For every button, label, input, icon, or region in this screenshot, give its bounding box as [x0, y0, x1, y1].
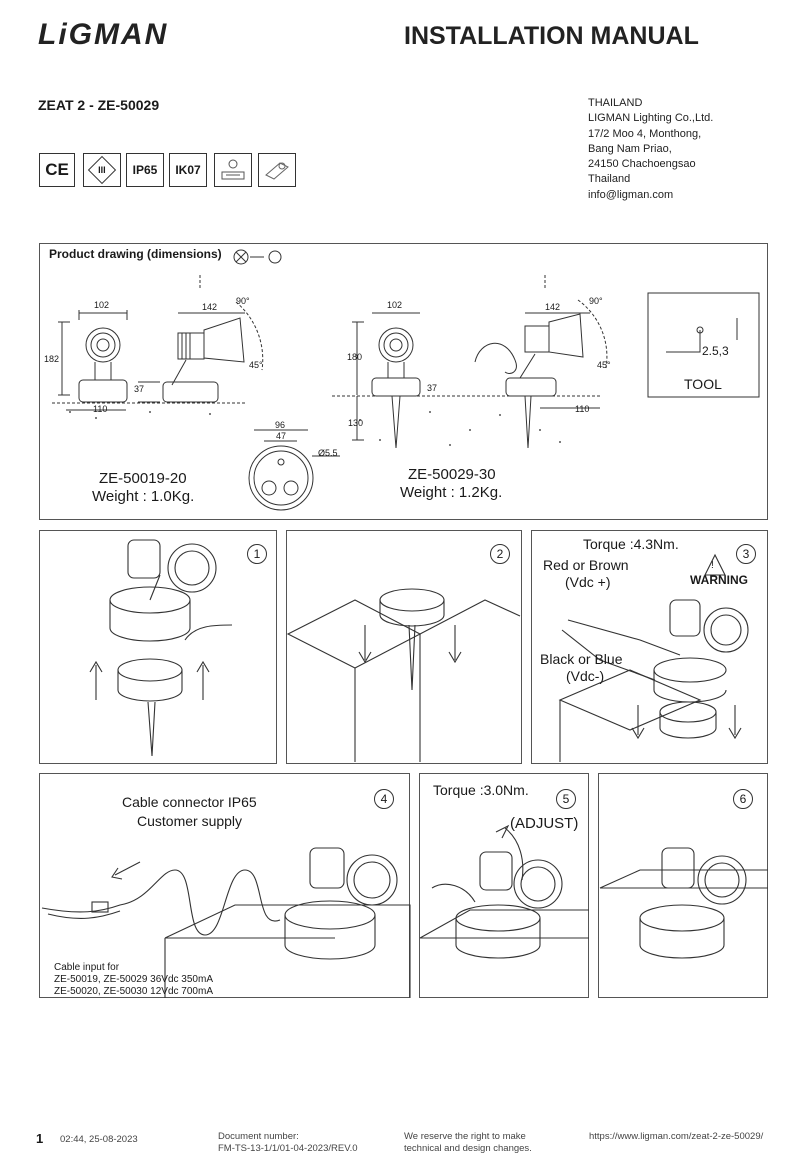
ik07-badge: IK07 — [169, 153, 207, 187]
page-number: 1 — [36, 1131, 44, 1146]
step-number: 1 — [247, 544, 267, 564]
timestamp: 02:44, 25-08-2023 — [60, 1134, 138, 1145]
dim-label: 102 — [387, 300, 403, 310]
product-drawing-panel — [39, 243, 768, 520]
ce-mark-icon: CE — [39, 153, 75, 187]
cable-input-note: Cable input for ZE-50019, ZE-50029 36Vdc… — [54, 962, 213, 997]
red-brown-label: Red or Brown — [543, 557, 629, 573]
address-line: Thailand — [588, 173, 631, 186]
dim-label: 110 — [93, 404, 108, 414]
dim-label: 130 — [348, 418, 364, 428]
step-panel-6 — [598, 773, 768, 998]
ip65-badge: IP65 — [126, 153, 164, 187]
tool-label: TOOL — [684, 376, 722, 392]
product-url-link[interactable]: https://www.ligman.com/zeat-2-ze-50029/ — [589, 1131, 764, 1142]
address-email[interactable]: info@ligman.com — [588, 188, 674, 201]
dim-label: 102 — [94, 300, 110, 310]
vdc-minus-label: (Vdc-) — [566, 668, 605, 684]
dim-label: 180 — [347, 352, 363, 362]
dim-label: 37 — [427, 383, 438, 393]
torque-label-5: Torque :3.0Nm. — [433, 782, 529, 798]
address-line: THAILAND — [588, 97, 643, 109]
dim-label: 37 — [134, 384, 145, 394]
step-panel-3 — [531, 530, 768, 764]
black-blue-label: Black or Blue — [540, 651, 623, 667]
drawing-title: Product drawing (dimensions) — [49, 247, 222, 261]
step-number: 3 — [736, 544, 756, 564]
model-b-label: ZE-50029-30 — [408, 466, 496, 483]
dim-label: 45° — [249, 360, 263, 370]
class3-icon: III — [83, 153, 121, 187]
dim-label: Ø5.5 — [318, 448, 338, 458]
address-line: LIGMAN Lighting Co.,Ltd. — [588, 112, 714, 125]
warning-icon: ! — [711, 560, 714, 571]
step-number: 4 — [374, 789, 394, 809]
torque-label: Torque :4.3Nm. — [583, 536, 679, 552]
step-panel-5 — [419, 773, 589, 998]
weight-b-label: Weight : 1.2Kg. — [400, 484, 503, 501]
dim-label: 90° — [236, 296, 250, 306]
page-title: INSTALLATION MANUAL — [404, 22, 699, 50]
dim-label: 142 — [202, 302, 218, 312]
model-a-label: ZE-50019-20 — [99, 470, 187, 487]
company-address: THAILAND LIGMAN Lighting Co.,Ltd. 17/2 M… — [588, 96, 713, 203]
mounting-symbol-icon — [258, 153, 296, 187]
dim-label: 110 — [575, 404, 590, 414]
dim-label: 45° — [597, 360, 611, 370]
address-line: Bang Nam Priao, — [588, 142, 672, 155]
step-number: 6 — [733, 789, 753, 809]
model-title: ZEAT 2 - ZE-50029 — [38, 97, 160, 113]
dim-label: 90° — [589, 296, 603, 306]
tool-size: 2.5,3 — [702, 344, 729, 358]
dim-label: 96 — [275, 420, 286, 430]
step-panel-1 — [39, 530, 277, 764]
dim-label: 142 — [545, 302, 561, 312]
document-number: Document number: FM-TS-13-1/1/01-04-2023… — [218, 1131, 358, 1154]
step-panel-2 — [286, 530, 522, 764]
step-number: 5 — [556, 789, 576, 809]
driver-symbol-icon — [214, 153, 252, 187]
vdc-plus-label: (Vdc +) — [565, 574, 611, 590]
step-panel-4 — [39, 773, 410, 998]
address-line: 24150 Chachoengsao — [588, 158, 696, 171]
cable-connector-label: Cable connector IP65 — [122, 794, 257, 810]
ligman-logo: LiGMAN — [38, 18, 169, 51]
step-number: 2 — [490, 544, 510, 564]
dim-label: 182 — [44, 354, 60, 364]
dim-label: 47 — [276, 431, 287, 441]
customer-supply-label: Customer supply — [137, 813, 243, 829]
adjust-label: (ADJUST) — [510, 815, 579, 832]
warning-label: WARNING — [690, 573, 748, 587]
weight-a-label: Weight : 1.0Kg. — [92, 488, 195, 505]
address-line: 17/2 Moo 4, Monthong, — [588, 127, 702, 140]
disclaimer: We reserve the right to make technical a… — [404, 1131, 532, 1154]
